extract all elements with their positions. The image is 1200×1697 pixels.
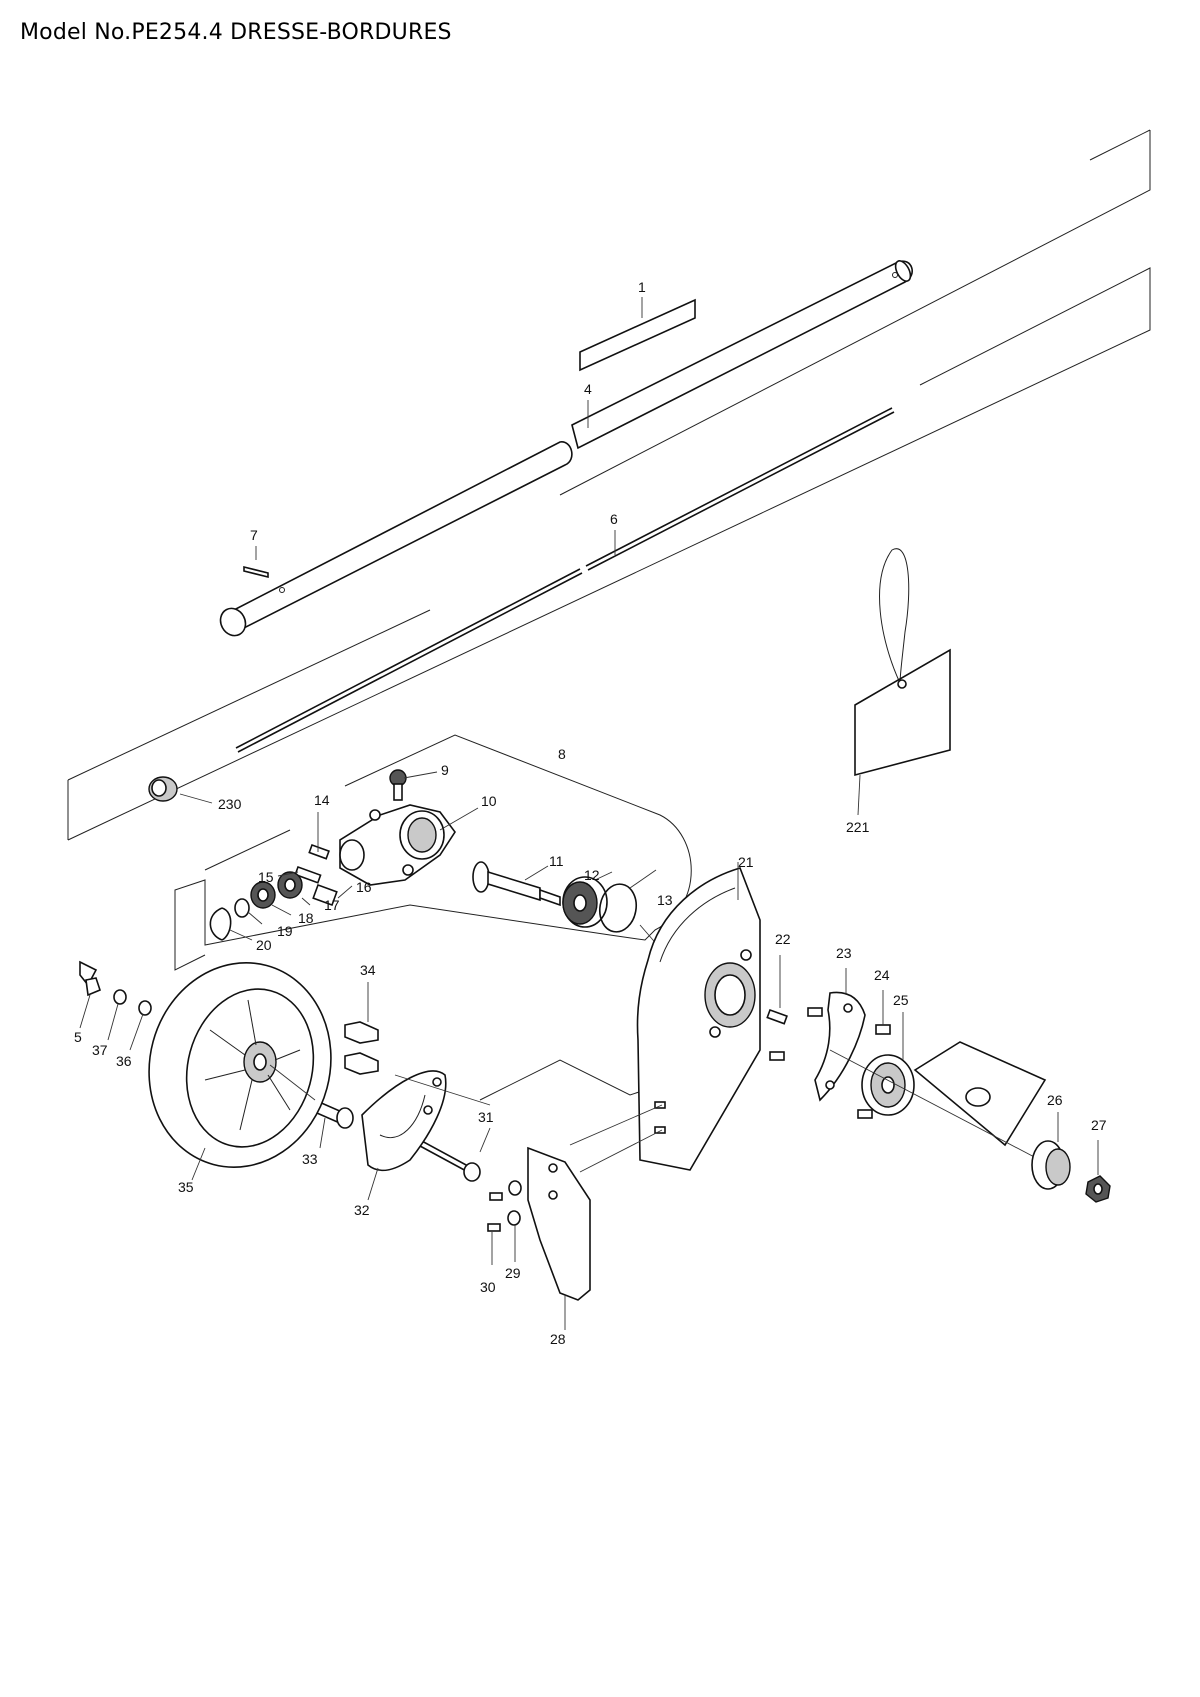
part-23-bracket — [769, 968, 873, 1119]
part-4-shaft-tube — [219, 260, 913, 637]
callout-13: 13 — [657, 892, 673, 908]
part-221-tag — [854, 548, 951, 816]
callout-34: 34 — [360, 962, 376, 978]
part-24-screw — [875, 990, 891, 1035]
part-21-blade-guard — [569, 862, 761, 1173]
callout-20: 20 — [256, 937, 272, 953]
edger-blade — [829, 1041, 1047, 1161]
callout-32: 32 — [354, 1202, 370, 1218]
part-32-wheel-bracket — [361, 1070, 491, 1201]
part-28-plate — [527, 1146, 591, 1330]
callout-12: 12 — [584, 867, 600, 883]
callout-29: 29 — [505, 1265, 521, 1281]
callout-28: 28 — [550, 1331, 566, 1347]
part-35-wheel — [148, 962, 332, 1181]
part-12-bearing — [562, 871, 613, 928]
callout-9: 9 — [441, 762, 449, 778]
part-5-36-37-wing-nut-washers — [79, 960, 152, 1051]
page-title: Model No.PE254.4 DRESSE-BORDURES — [20, 20, 452, 45]
callout-8: 8 — [558, 746, 566, 762]
part-230-grommet — [148, 776, 213, 804]
part-27-nut — [1085, 1140, 1111, 1203]
callout-26: 26 — [1047, 1092, 1063, 1108]
part-22-screw — [766, 955, 788, 1025]
callout-labels: 1 4 6 7 221 230 8 9 10 14 15 16 17 18 19… — [74, 279, 1107, 1347]
part-7-pin — [243, 546, 269, 579]
part-34-bolts — [344, 982, 379, 1075]
callout-22: 22 — [775, 931, 791, 947]
callout-36: 36 — [116, 1053, 132, 1069]
callout-31: 31 — [478, 1109, 494, 1125]
part-26-bushing — [1031, 1112, 1071, 1190]
part-29-30-fasteners — [487, 1180, 522, 1265]
part-6-drive-shaft — [235, 407, 895, 753]
callout-23: 23 — [836, 945, 852, 961]
part-11-output-shaft — [472, 861, 561, 907]
callout-25: 25 — [893, 992, 909, 1008]
callout-30: 30 — [480, 1279, 496, 1295]
callout-33: 33 — [302, 1151, 318, 1167]
part-25-flange — [861, 1012, 915, 1116]
callout-27: 27 — [1091, 1117, 1107, 1133]
callout-17: 17 — [324, 897, 340, 913]
callout-5: 5 — [74, 1029, 82, 1045]
callout-230: 230 — [218, 796, 242, 812]
callout-15: 15 — [258, 869, 274, 885]
callout-10: 10 — [481, 793, 497, 809]
part-31-bolt — [419, 1127, 491, 1182]
callout-4: 4 — [584, 381, 592, 397]
callout-6: 6 — [610, 511, 618, 527]
gearbox-head-assembly — [209, 769, 479, 941]
callout-24: 24 — [874, 967, 890, 983]
callout-21: 21 — [738, 854, 754, 870]
callout-37: 37 — [92, 1042, 108, 1058]
callout-221: 221 — [846, 819, 870, 835]
callout-1: 1 — [638, 279, 646, 295]
callout-11: 11 — [549, 853, 564, 869]
callout-19: 19 — [277, 923, 293, 939]
callout-14: 14 — [314, 792, 330, 808]
callout-16: 16 — [356, 879, 372, 895]
part-1-label-sticker — [579, 297, 696, 372]
callout-7: 7 — [250, 527, 258, 543]
callout-35: 35 — [178, 1179, 194, 1195]
callout-18: 18 — [298, 910, 314, 926]
